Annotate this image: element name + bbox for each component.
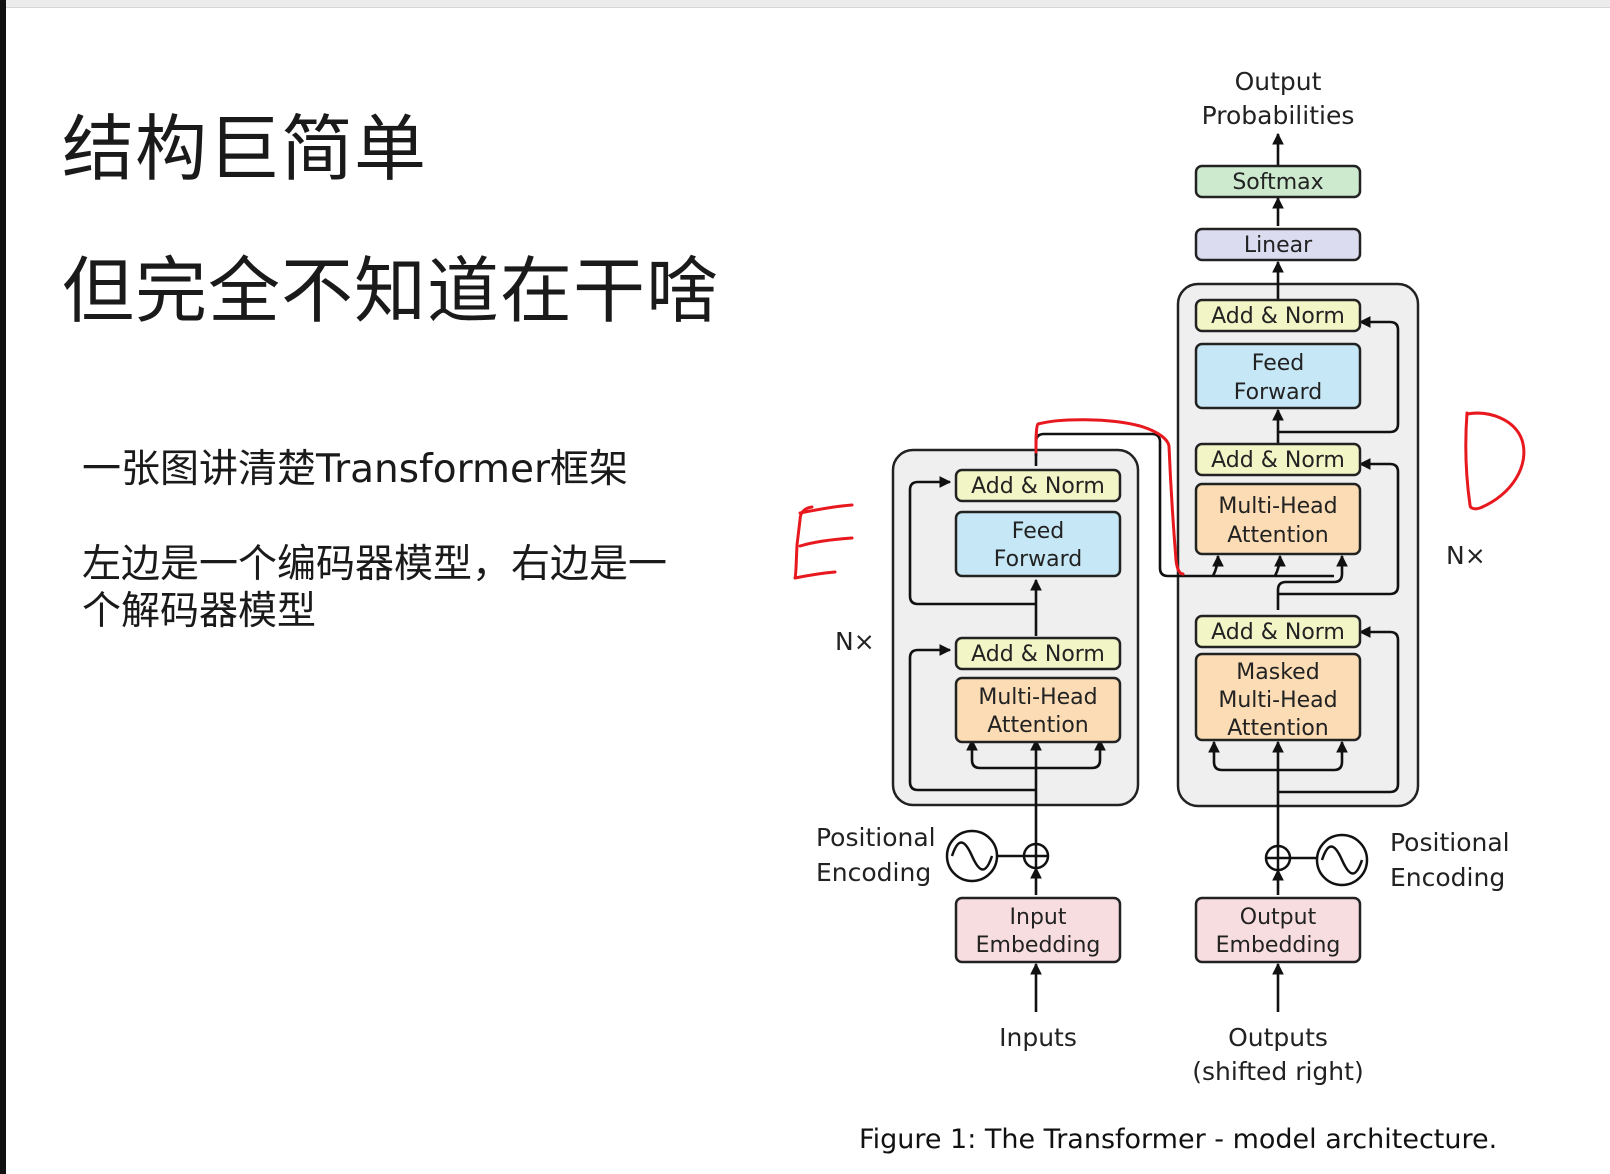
decoder-add-norm-3-label: Add & Norm bbox=[1211, 304, 1345, 329]
encoder-add-norm-1 bbox=[954, 636, 1122, 671]
softmax-box bbox=[1194, 164, 1362, 199]
encoder-add-norm-1-label: Add & Norm bbox=[971, 642, 1105, 667]
decoder-sine-wave-icon bbox=[1315, 833, 1369, 887]
annotation-red-e bbox=[793, 503, 854, 580]
slide-title-line-2: 但完全不知道在干啥 bbox=[62, 249, 720, 333]
softmax-label: Softmax bbox=[1232, 170, 1323, 195]
encoder-positional-encoding-label-2: Encoding bbox=[816, 858, 931, 887]
figure-caption: Figure 1: The Transformer - model archit… bbox=[859, 1124, 1497, 1155]
encoder-attention-label-2: Attention bbox=[987, 713, 1089, 738]
encoder-add-norm-2-label: Add & Norm bbox=[971, 474, 1105, 499]
decoder-add-norm-2-label: Add & Norm bbox=[1211, 448, 1345, 473]
decoder-feed-forward-label-2: Forward bbox=[1234, 380, 1322, 405]
slide-description-line-2: 左边是一个编码器模型，右边是一 bbox=[82, 542, 668, 587]
decoder-add-norm-2 bbox=[1194, 442, 1362, 477]
outputs-label-1: Outputs bbox=[1228, 1023, 1328, 1052]
output-probabilities-label-1: Output bbox=[1235, 67, 1322, 96]
decoder-feed-forward-box bbox=[1194, 342, 1362, 410]
decoder-masked-label-3: Attention bbox=[1227, 716, 1329, 741]
encoder-nx-label: N× bbox=[835, 627, 875, 656]
input-embedding-label-1: Input bbox=[1010, 905, 1067, 930]
diagram-connections bbox=[908, 132, 1400, 1012]
output-embedding-label-2: Embedding bbox=[1216, 933, 1341, 958]
linear-label: Linear bbox=[1244, 233, 1313, 258]
encoder-feed-forward-box bbox=[954, 510, 1122, 578]
decoder-add-norm-1 bbox=[1194, 614, 1362, 649]
slide-title-line-1: 结构巨简单 bbox=[62, 107, 428, 191]
decoder-multi-head-attention-box bbox=[1194, 482, 1362, 556]
decoder-add-norm-3 bbox=[1194, 298, 1362, 333]
encoder-sine-wave-icon bbox=[945, 829, 999, 883]
output-probabilities-label-2: Probabilities bbox=[1202, 101, 1355, 130]
output-embedding-label-1: Output bbox=[1240, 905, 1317, 930]
annotation-red-connector bbox=[1034, 418, 1185, 576]
encoder-add-icon bbox=[1022, 842, 1050, 870]
window-left-border bbox=[0, 0, 6, 1174]
encoder-add-norm-2 bbox=[954, 468, 1122, 503]
decoder-masked-label-1: Masked bbox=[1236, 660, 1319, 685]
decoder-masked-attention-box bbox=[1194, 652, 1362, 742]
decoder-positional-encoding-label-1: Positional bbox=[1390, 828, 1510, 857]
decoder-feed-forward-label-1: Feed bbox=[1252, 351, 1305, 376]
encoder-feed-forward-label-1: Feed bbox=[1012, 519, 1065, 544]
slide-description-line-1: 一张图讲清楚Transformer框架 bbox=[82, 447, 629, 492]
output-embedding-box bbox=[1194, 896, 1362, 964]
input-embedding-label-2: Embedding bbox=[976, 933, 1101, 958]
encoder-positional-encoding-label-1: Positional bbox=[816, 823, 936, 852]
input-embedding-box bbox=[954, 896, 1122, 964]
decoder-add-icon bbox=[1264, 844, 1292, 872]
decoder-add-norm-1-label: Add & Norm bbox=[1211, 620, 1345, 645]
encoder-attention-label-1: Multi-Head bbox=[978, 685, 1097, 710]
slide-description-line-3: 个解码器模型 bbox=[82, 589, 317, 634]
inputs-label: Inputs bbox=[999, 1023, 1077, 1052]
linear-box bbox=[1194, 227, 1362, 262]
annotation-red-d bbox=[1464, 411, 1526, 511]
encoder-feed-forward-label-2: Forward bbox=[994, 547, 1082, 572]
encoder-multi-head-attention-box bbox=[954, 676, 1122, 744]
decoder-masked-label-2: Multi-Head bbox=[1218, 688, 1337, 713]
decoder-positional-encoding-label-2: Encoding bbox=[1390, 863, 1505, 892]
decoder-nx-label: N× bbox=[1446, 541, 1486, 570]
decoder-attention-label-2: Attention bbox=[1227, 523, 1329, 548]
outputs-label-2: (shifted right) bbox=[1192, 1057, 1363, 1086]
window-top-bar bbox=[0, 0, 1610, 8]
decoder-attention-label-1: Multi-Head bbox=[1218, 494, 1337, 519]
